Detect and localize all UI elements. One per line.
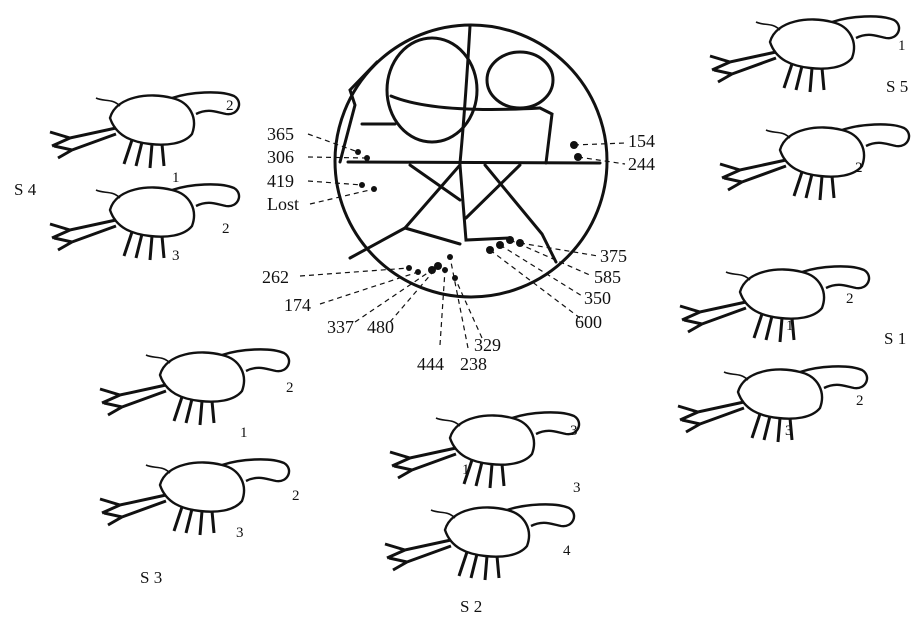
position-number: 2 <box>222 221 230 237</box>
position-number: 2 <box>226 98 234 114</box>
map-label: 365 <box>267 124 294 144</box>
position-number: 1 <box>462 462 470 478</box>
crayfish-drawing <box>680 266 869 342</box>
position-number: 2 <box>846 291 854 307</box>
group-s4: 2 1 2 3 S 4 <box>14 92 239 264</box>
position-number: 3 <box>573 480 581 496</box>
position-number: 2 <box>855 160 863 176</box>
map-label: 337 <box>327 317 354 337</box>
group-label: S 5 <box>886 77 908 96</box>
marker-dot <box>355 149 361 155</box>
map-label: 480 <box>367 317 394 337</box>
position-number: 1 <box>786 318 794 334</box>
position-number: 1 <box>240 425 248 441</box>
crayfish-drawing <box>50 184 239 260</box>
map-region-line <box>405 228 460 244</box>
crayfish-drawing <box>678 366 867 442</box>
group-s5: 1 2 S 5 <box>710 16 909 200</box>
map-label: 350 <box>584 288 611 308</box>
position-number: 1 <box>172 170 180 186</box>
group-label: S 3 <box>140 568 162 587</box>
map-label: 244 <box>628 154 655 174</box>
position-number: 3 <box>172 248 180 264</box>
group-s1: 2 1 2 3 S 1 <box>678 266 906 442</box>
map-label: 262 <box>262 267 289 287</box>
position-number: 3 <box>236 525 244 541</box>
map-label: 375 <box>600 246 627 266</box>
group-label: S 2 <box>460 597 482 615</box>
position-number: 4 <box>563 543 571 559</box>
position-number: 2 <box>292 488 300 504</box>
position-number: 3 <box>570 423 578 439</box>
map-region-line <box>348 162 600 163</box>
map-label: 174 <box>284 295 311 315</box>
map-label: 238 <box>460 354 487 374</box>
position-number: 1 <box>898 38 906 54</box>
map-label: 329 <box>474 335 501 355</box>
map-region-line <box>460 165 510 240</box>
crayfish-drawing <box>390 412 579 488</box>
position-number: 2 <box>856 393 864 409</box>
map-region-line <box>460 26 470 163</box>
map-region-line <box>350 165 460 258</box>
map-large-ring <box>387 38 477 142</box>
group-label: S 1 <box>884 329 906 348</box>
map-label: 419 <box>267 171 294 191</box>
crayfish-drawing <box>385 504 574 580</box>
group-label: S 4 <box>14 180 37 199</box>
crayfish-drawing <box>100 349 289 425</box>
map-label: 444 <box>417 354 444 374</box>
position-number: 3 <box>785 423 793 439</box>
map-label: 585 <box>594 267 621 287</box>
crayfish-drawing <box>710 16 899 92</box>
crayfish-drawing <box>50 92 239 168</box>
map-region-line <box>540 108 552 163</box>
central-map <box>335 25 607 297</box>
map-label: 600 <box>575 312 602 332</box>
map-small-ring <box>487 52 553 108</box>
group-s2: 3 1 3 4 S 2 <box>385 412 581 615</box>
group-s3: 2 1 2 3 S 3 <box>100 349 300 587</box>
map-label: Lost <box>267 194 299 214</box>
map-label: 154 <box>628 131 655 151</box>
map-label: 306 <box>267 147 294 167</box>
crayfish-drawing <box>720 124 909 200</box>
crayfish-drawing <box>100 459 289 535</box>
map-region-line <box>485 165 556 262</box>
position-number: 2 <box>286 380 294 396</box>
